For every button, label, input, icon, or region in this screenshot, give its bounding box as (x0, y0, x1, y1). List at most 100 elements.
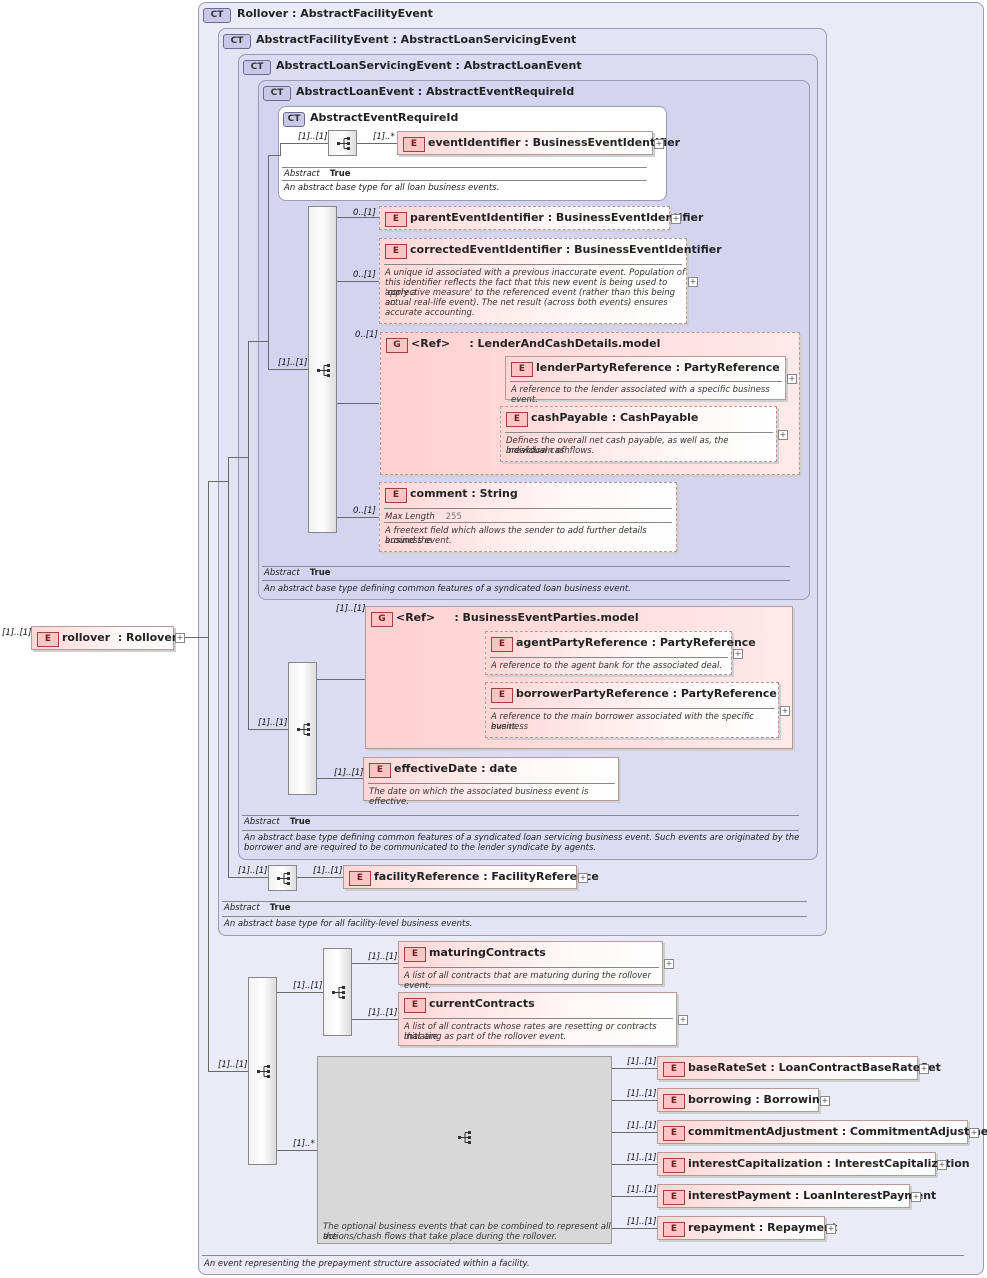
expand-icon[interactable]: + (654, 139, 664, 149)
element-icon: E (385, 212, 407, 227)
abstract-label: Abstract (284, 169, 320, 179)
element-icon: E (385, 488, 407, 503)
connector (277, 1150, 317, 1151)
abstract-value: True (309, 568, 331, 578)
connector (248, 341, 249, 729)
expand-icon[interactable]: + (820, 1096, 830, 1106)
connector (612, 1132, 657, 1133)
loan-event-base: : AbstractEventRequireId (417, 85, 575, 98)
element-name: borrowerPartyReference (516, 687, 669, 700)
connector (337, 281, 379, 282)
interest-capitalization-element[interactable]: E interestCapitalization : InterestCapit… (657, 1152, 970, 1176)
connector (208, 481, 209, 1071)
event-identifier-element[interactable]: E eventIdentifier : BusinessEventIdentif… (397, 131, 680, 155)
element-separator (368, 783, 615, 784)
expand-icon[interactable]: + (175, 633, 185, 643)
borrowing-element[interactable]: E borrowing : Borrowing (657, 1088, 828, 1112)
expand-icon[interactable]: + (671, 214, 681, 224)
root-cardinality: [1]..[1] (2, 628, 32, 638)
expand-icon[interactable]: + (969, 1128, 979, 1138)
element-type: : LoanContractBaseRateSet (770, 1061, 941, 1074)
element-name: maturingContracts (429, 946, 546, 959)
element-type: : BusinessEventIdentifier (565, 243, 722, 256)
maturing-contracts-element[interactable]: E maturingContracts A list of all contra… (398, 941, 663, 991)
element-name: agentPartyReference (516, 636, 648, 649)
cash-payable-element[interactable]: E cashPayable : CashPayable Defines the … (500, 406, 777, 462)
corrected-event-identifier-element[interactable]: E correctedEventIdentifier : BusinessEve… (379, 238, 722, 324)
connector (280, 143, 281, 156)
group-label: <Ref> : BusinessEventParties.model (396, 611, 639, 624)
parent-event-identifier-element[interactable]: E parentEventIdentifier : BusinessEventI… (379, 206, 703, 230)
element-icon: E (404, 998, 426, 1013)
base-rate-set-element[interactable]: E baseRateSet : LoanContractBaseRateSet (657, 1056, 941, 1080)
element-separator (490, 708, 775, 709)
element-name: repayment (688, 1221, 756, 1234)
element-separator (403, 967, 659, 968)
effective-date-element[interactable]: E effectiveDate : date The date on which… (363, 757, 619, 807)
sequence-icon (256, 1065, 271, 1079)
sequence-box (328, 130, 357, 156)
element-label: cashPayable : CashPayable (531, 411, 698, 424)
agent-party-reference-element[interactable]: E agentPartyReference : PartyReference A… (485, 631, 756, 675)
rollover-doc-separator (202, 1255, 964, 1256)
borrower-party-reference-element[interactable]: E borrowerPartyReference : PartyReferenc… (485, 682, 779, 738)
sequence-box (288, 662, 317, 795)
loan-event-title: AbstractLoanEvent : AbstractEventRequire… (296, 85, 574, 98)
group-name: : LenderAndCashDetails.model (469, 337, 661, 350)
lender-party-reference-element[interactable]: E lenderPartyReference : PartyReference … (505, 356, 786, 405)
element-label: effectiveDate : date (394, 762, 517, 775)
element-label: agentPartyReference : PartyReference (516, 636, 756, 649)
element-separator (384, 508, 672, 509)
connector (337, 217, 379, 218)
sequence-icon (336, 137, 351, 151)
optional-events-sequence: The optional business events that can be… (317, 1056, 612, 1244)
element-name: correctedEventIdentifier (410, 243, 563, 256)
expand-icon[interactable]: + (678, 1015, 688, 1025)
expand-icon[interactable]: + (780, 706, 790, 716)
facility-reference-element[interactable]: E facilityReference : FacilityReference (343, 865, 599, 889)
element-label: commitmentAdjustment : CommitmentAdjustm… (688, 1125, 987, 1138)
element-icon: E (663, 1222, 685, 1237)
servicing-event-separator-2 (242, 830, 799, 831)
element-separator (490, 657, 728, 658)
expand-icon[interactable]: + (733, 649, 743, 659)
sequence-box (248, 977, 277, 1165)
element-type: : CashPayable (611, 411, 699, 424)
sequence-icon (331, 986, 346, 1000)
expand-icon[interactable]: + (688, 277, 698, 287)
connector (208, 1071, 248, 1072)
root-element-type: : Rollover (117, 631, 178, 644)
element-separator (384, 264, 682, 265)
element-doc: accurate accounting. (385, 308, 475, 318)
repayment-element[interactable]: E repayment : Repayment (657, 1216, 837, 1240)
expand-icon[interactable]: + (826, 1224, 836, 1234)
interest-payment-element[interactable]: E interestPayment : LoanInterestPayment (657, 1184, 936, 1208)
element-icon: E (349, 871, 371, 886)
connector (337, 403, 379, 404)
rollover-root-element[interactable]: E rollover : Rollover (31, 626, 177, 650)
element-type: : LoanInterestPayment (794, 1189, 937, 1202)
loan-event-name: AbstractLoanEvent (296, 85, 414, 98)
connector (612, 1196, 657, 1197)
root-element-label: rollover : Rollover (62, 631, 177, 644)
facility-event-name: AbstractFacilityEvent (256, 33, 389, 46)
expand-icon[interactable]: + (911, 1192, 921, 1202)
connector (612, 1228, 657, 1229)
cardinality: [1]..* (293, 1139, 315, 1149)
expand-icon[interactable]: + (787, 374, 797, 384)
expand-icon[interactable]: + (578, 873, 588, 883)
expand-icon[interactable]: + (664, 959, 674, 969)
commitment-adjustment-element[interactable]: E commitmentAdjustment : CommitmentAdjus… (657, 1120, 987, 1144)
comment-element[interactable]: E comment : String Max Length 255 A free… (379, 482, 677, 552)
current-contracts-element[interactable]: E currentContracts A list of all contrac… (398, 992, 677, 1046)
expand-icon[interactable]: + (778, 430, 788, 440)
expand-icon[interactable]: + (937, 1160, 947, 1170)
cardinality: [1]..[1] (336, 604, 366, 614)
element-type: : BusinessEventIdentifier (524, 136, 681, 149)
expand-icon[interactable]: + (919, 1064, 929, 1074)
group-label: <Ref> : LenderAndCashDetails.model (411, 337, 660, 350)
element-doc: A unique id associated with a previous i… (385, 268, 685, 278)
element-doc: The date on which the associated busines… (369, 787, 589, 807)
group-icon: G (386, 338, 408, 353)
